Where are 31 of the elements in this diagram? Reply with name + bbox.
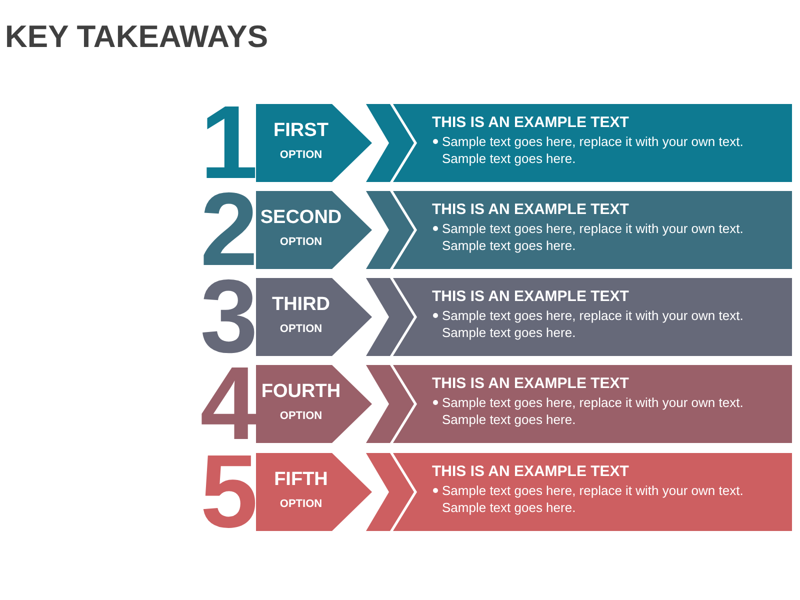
option-label: FOURTH bbox=[260, 381, 342, 403]
chevron-arrow bbox=[366, 278, 414, 356]
option-label: SECOND bbox=[259, 207, 343, 229]
chevron-arrow bbox=[366, 453, 414, 531]
option-caption: OPTION bbox=[278, 148, 324, 162]
page-title: KEY TAKEAWAYS bbox=[5, 18, 268, 56]
bullet-text: Sample text goes here, replace it with your own text. Sample text goes here. bbox=[432, 394, 777, 428]
banner-heading: THIS IS AN EXAMPLE TEXT bbox=[432, 288, 629, 306]
option-caption: OPTION bbox=[278, 322, 324, 336]
chevron-arrow bbox=[366, 191, 414, 269]
bullet-text: Sample text goes here, replace it with your own text. Sample text goes here. bbox=[432, 307, 777, 341]
option-caption: OPTION bbox=[278, 409, 324, 423]
step-number: 5 bbox=[200, 453, 258, 531]
step-number: 1 bbox=[200, 104, 258, 182]
option-label: FIRST bbox=[272, 120, 330, 142]
chevron-arrow bbox=[366, 365, 414, 443]
step-number: 2 bbox=[200, 191, 258, 269]
step-number: 4 bbox=[200, 365, 258, 443]
banner-heading: THIS IS AN EXAMPLE TEXT bbox=[432, 375, 629, 393]
option-label: FIFTH bbox=[273, 469, 329, 491]
banner-heading: THIS IS AN EXAMPLE TEXT bbox=[432, 463, 629, 481]
bullet-text: Sample text goes here, replace it with your own text. Sample text goes here. bbox=[432, 220, 777, 254]
bullet-text: Sample text goes here, replace it with your own text. Sample text goes here. bbox=[432, 482, 777, 516]
option-label: THIRD bbox=[270, 294, 332, 316]
option-caption: OPTION bbox=[278, 497, 324, 511]
chevron-arrow bbox=[366, 104, 414, 182]
step-number: 3 bbox=[200, 278, 258, 356]
banner-heading: THIS IS AN EXAMPLE TEXT bbox=[432, 201, 629, 219]
option-caption: OPTION bbox=[278, 235, 324, 249]
bullet-text: Sample text goes here, replace it with your own text. Sample text goes here. bbox=[432, 133, 777, 167]
banner-heading: THIS IS AN EXAMPLE TEXT bbox=[432, 114, 629, 132]
